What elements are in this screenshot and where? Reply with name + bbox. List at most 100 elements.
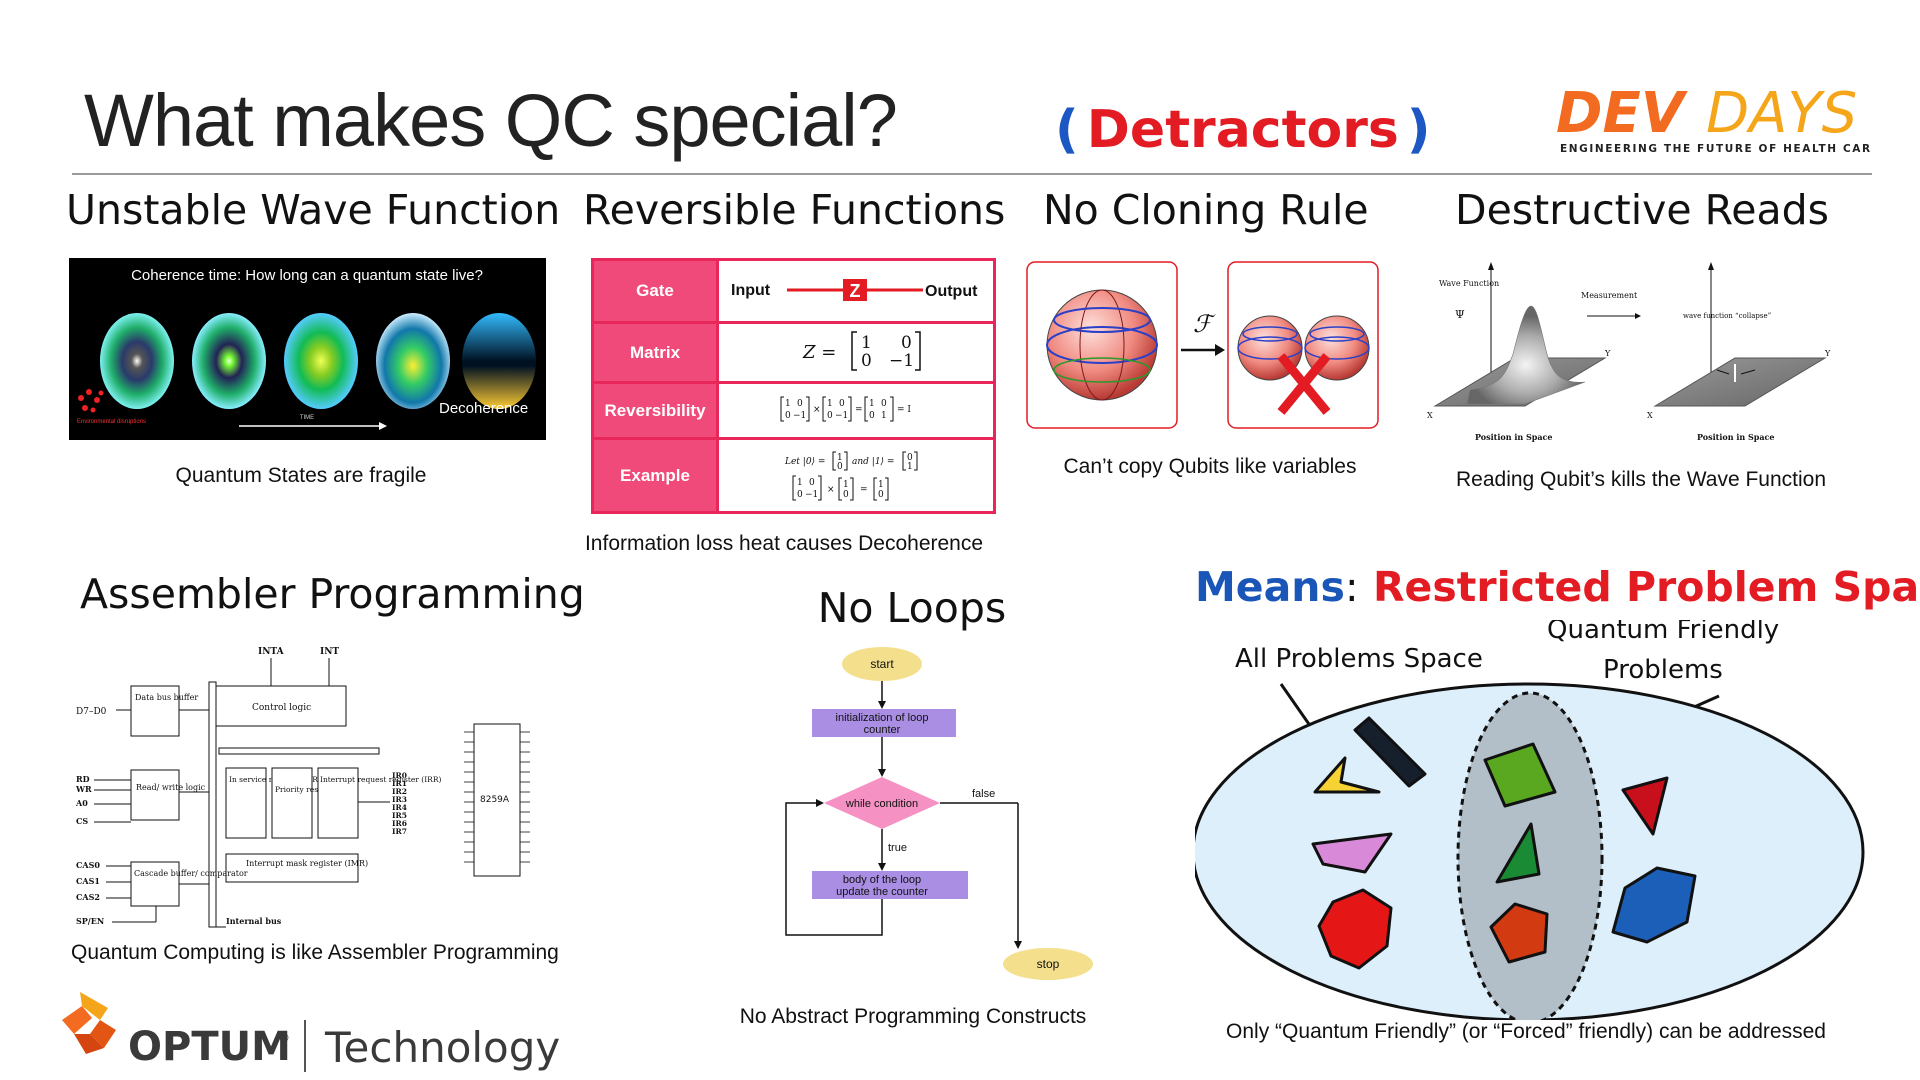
sp-en-label: SP/EN xyxy=(76,916,104,926)
cloned-qubits-panel xyxy=(1227,261,1379,429)
environment-particles-icon xyxy=(78,389,104,413)
init-label-2: counter xyxy=(864,724,901,736)
svg-text:0: 0 xyxy=(797,399,803,409)
orb-1-icon xyxy=(100,313,174,409)
svg-text:0: 0 xyxy=(861,351,872,371)
svg-text:IR0: IR0 xyxy=(392,771,407,780)
data-bus-buffer-block xyxy=(130,685,180,737)
svg-text:1: 1 xyxy=(878,480,884,490)
false-label: false xyxy=(972,788,995,800)
irr-block xyxy=(317,767,359,839)
example-row-label: Example xyxy=(591,437,719,514)
qubit-sphere-icon xyxy=(1046,289,1158,401)
violet-trapezoid-shape xyxy=(1311,832,1393,874)
means-heading: Means: Restricted Problem Space xyxy=(1195,563,1920,611)
problem-space-diagram: All Problems Space Quantum Friendly Prob… xyxy=(1191,615,1875,1025)
pic-8259-diagram: INTA INT Data bus buffer Control logic D… xyxy=(75,642,576,932)
svg-text:0: 0 xyxy=(901,333,912,353)
imr-label: Interrupt mask register (IMR) xyxy=(246,859,368,868)
detractors-open-paren: ( xyxy=(1055,100,1079,160)
svg-text:IR7: IR7 xyxy=(392,827,407,836)
chip-pinout-icon: 8259A xyxy=(464,723,530,877)
gate-input-label: Input xyxy=(731,282,771,299)
green-triangle-shape xyxy=(1495,822,1541,884)
collapsed-plane-icon xyxy=(1653,357,1827,407)
control-logic-block xyxy=(215,685,347,727)
a0-label: A0 xyxy=(76,798,88,808)
priority-label: Priority resolver xyxy=(275,785,338,794)
optum-wordmark: OPTUM xyxy=(128,1024,291,1070)
data-bus-label: Data bus buffer xyxy=(135,693,198,702)
wave-collapse-diagram: Wave Function Ψ X Y Position in Space Me… xyxy=(1415,258,1855,453)
control-logic-label: Control logic xyxy=(252,703,311,713)
red-triangle-shape xyxy=(1621,776,1669,836)
svg-text:0: 0 xyxy=(827,411,833,421)
quantum-friendly-label-1: Quantum Friendly xyxy=(1547,620,1779,645)
restricted-space-word: Restricted Problem Space xyxy=(1372,563,1920,611)
svg-text:0: 0 xyxy=(881,399,887,409)
reversibility-row-label: Reversibility xyxy=(591,381,719,440)
loops-heading: No Loops xyxy=(817,584,1007,632)
orb-4-icon xyxy=(376,313,450,409)
svg-text:0: 0 xyxy=(907,453,913,463)
detractors-word: Detractors xyxy=(1086,100,1399,160)
svg-text:−1: −1 xyxy=(889,351,914,371)
green-square-shape xyxy=(1483,742,1557,808)
gate-row-label: Gate xyxy=(591,258,719,324)
body-label-2: update the counter xyxy=(836,886,928,898)
clone-operator: ℱ xyxy=(1193,310,1216,338)
gate-symbol: Z xyxy=(850,281,861,301)
all-problems-label: All Problems Space xyxy=(1235,644,1483,674)
while-condition-node xyxy=(824,777,940,829)
svg-text:0: 0 xyxy=(878,490,884,500)
detractors-label: (Detractors) xyxy=(1055,100,1431,160)
start-label: start xyxy=(870,657,894,671)
priority-resolver-block xyxy=(271,767,313,839)
x-axis-label-2: X xyxy=(1647,411,1653,420)
means-word: Means xyxy=(1195,563,1345,611)
dark-rectangle-shape xyxy=(1353,716,1427,788)
cascade-block xyxy=(130,861,180,907)
svg-text:Let |0⟩ =: Let |0⟩ = xyxy=(784,457,825,467)
wave-caption: Quantum States are fragile xyxy=(175,464,427,487)
quantum-friendly-label-2: Problems xyxy=(1603,655,1723,685)
red-heptagon-shape xyxy=(1317,888,1393,970)
svg-text:0: 0 xyxy=(869,411,875,421)
init-label-1: initialization of loop xyxy=(836,712,929,724)
data-lines-label: D7–D0 xyxy=(76,707,107,717)
loops-caption: No Abstract Programming Constructs xyxy=(739,1005,1087,1028)
init-node xyxy=(812,709,956,737)
devdays-days-text: DAYS xyxy=(1706,81,1857,146)
reversible-heading: Reversible Functions xyxy=(583,186,1006,234)
svg-text:1: 1 xyxy=(797,478,803,488)
orb-2-icon xyxy=(192,313,266,409)
x-axis-label-1: X xyxy=(1427,411,1433,420)
read-write-label: Read/ write logic xyxy=(136,783,206,792)
svg-text:1: 1 xyxy=(907,462,913,472)
svg-text:−1: −1 xyxy=(835,411,848,421)
position-label-1: Position in Space xyxy=(1475,432,1553,442)
reads-caption: Reading Qubit’s kills the Wave Function xyxy=(1455,468,1827,491)
decoherence-label: Decoherence xyxy=(439,400,528,417)
svg-text:−1: −1 xyxy=(805,490,818,500)
svg-text:= I: = I xyxy=(897,405,911,415)
forbidden-x-icon xyxy=(1277,353,1331,415)
svg-text:0: 0 xyxy=(843,490,849,500)
cloning-diagram: ℱ xyxy=(1025,260,1380,430)
coherence-image: Coherence time: How long can a quantum s… xyxy=(69,258,546,440)
env-disruptions-label: Environmental disruptions xyxy=(77,419,146,425)
while-condition-label: while condition xyxy=(845,798,918,810)
internal-bus-label: Internal bus xyxy=(226,916,282,926)
stop-node xyxy=(1003,948,1093,980)
svg-text:IR6: IR6 xyxy=(392,819,407,828)
wave-heading: Unstable Wave Function xyxy=(66,186,561,234)
svg-text:IR3: IR3 xyxy=(392,795,407,804)
y-axis-label-1: Y xyxy=(1604,349,1611,358)
irr-label: Interrupt request register (IRR) xyxy=(320,775,441,784)
svg-text:−1: −1 xyxy=(793,411,806,421)
